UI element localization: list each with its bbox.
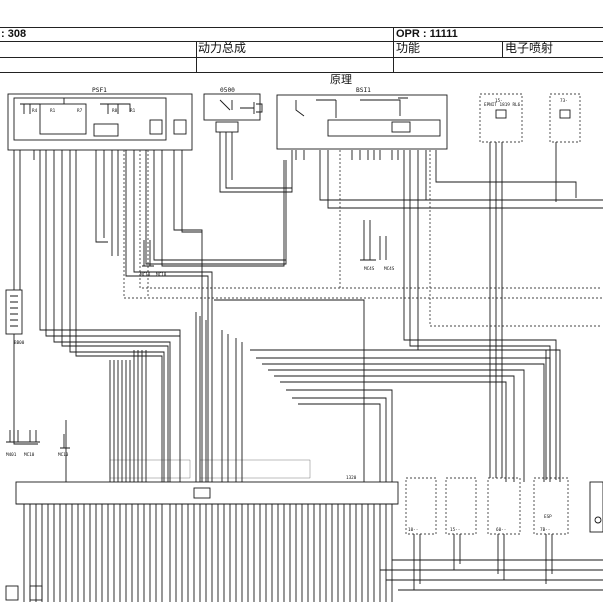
fuse-block-label: BB00 (14, 340, 25, 346)
function-value: 电子喷射 (505, 41, 554, 55)
ground-mc10-label: MC10 (156, 272, 167, 278)
vehicle-code: : 308 (1, 28, 27, 40)
domain-label: 动力总成 (198, 41, 247, 55)
bsi-box (276, 94, 448, 150)
opr-code: OPR : 11111 (396, 28, 458, 40)
ground-mc10-label: MC10 (58, 452, 69, 458)
header-divider (393, 27, 394, 57)
box-15-label: 15-- (450, 527, 460, 533)
section-title: 原理 (330, 73, 352, 86)
ground-m401-label: M401 (6, 452, 17, 458)
header-divider (196, 41, 197, 72)
header-table: : 308 OPR : 11111 动力总成 功能 电子喷射 原理 (0, 0, 603, 86)
header-rule (0, 72, 603, 73)
ground-mc10-label: MC10 (24, 452, 35, 458)
ecu-box (15, 481, 603, 602)
header-rule (0, 41, 603, 42)
psf1-label: PSF1 (92, 87, 107, 94)
header-rule (0, 57, 603, 58)
header-rule (0, 27, 603, 28)
svg-text:R7: R7 (77, 108, 83, 114)
header-divider (393, 57, 394, 72)
bsi-label: BSI1 (356, 87, 371, 94)
svg-text:R1: R1 (50, 108, 56, 114)
header-divider (502, 41, 503, 57)
wire-bundle-psf1 (39, 160, 287, 482)
ground-mc4s-label: MC4S (364, 266, 375, 272)
c15-label: 15- (495, 98, 503, 104)
c15-sub: EPNIT 1819 RL6 (484, 102, 521, 108)
fuse-block (5, 160, 38, 445)
wire-bundle-mid (65, 299, 561, 482)
ecu-label: 1320 (346, 475, 357, 481)
svg-text:R4: R4 (32, 108, 38, 114)
c0500-label: 0500 (220, 87, 235, 94)
psf1-box (7, 93, 193, 151)
c0500-box (203, 93, 263, 133)
box-7b-label: 7B-- (540, 527, 550, 533)
wire-bundle-bsi (319, 142, 603, 480)
c73-label: 73- (560, 98, 568, 104)
box-10-label: 10-- (408, 527, 418, 533)
fan-icon (495, 109, 507, 119)
box-60-label: 60-- (496, 527, 506, 533)
svg-text:R8: R8 (112, 108, 118, 114)
ground-mc10-label: MC10 (140, 272, 151, 278)
svg-text:R1: R1 (130, 108, 136, 114)
ground-mc4s-label: MC4S (384, 266, 395, 272)
relay-icon (559, 109, 571, 119)
function-label: 功能 (396, 41, 421, 55)
esp-label: ESP (544, 514, 552, 520)
